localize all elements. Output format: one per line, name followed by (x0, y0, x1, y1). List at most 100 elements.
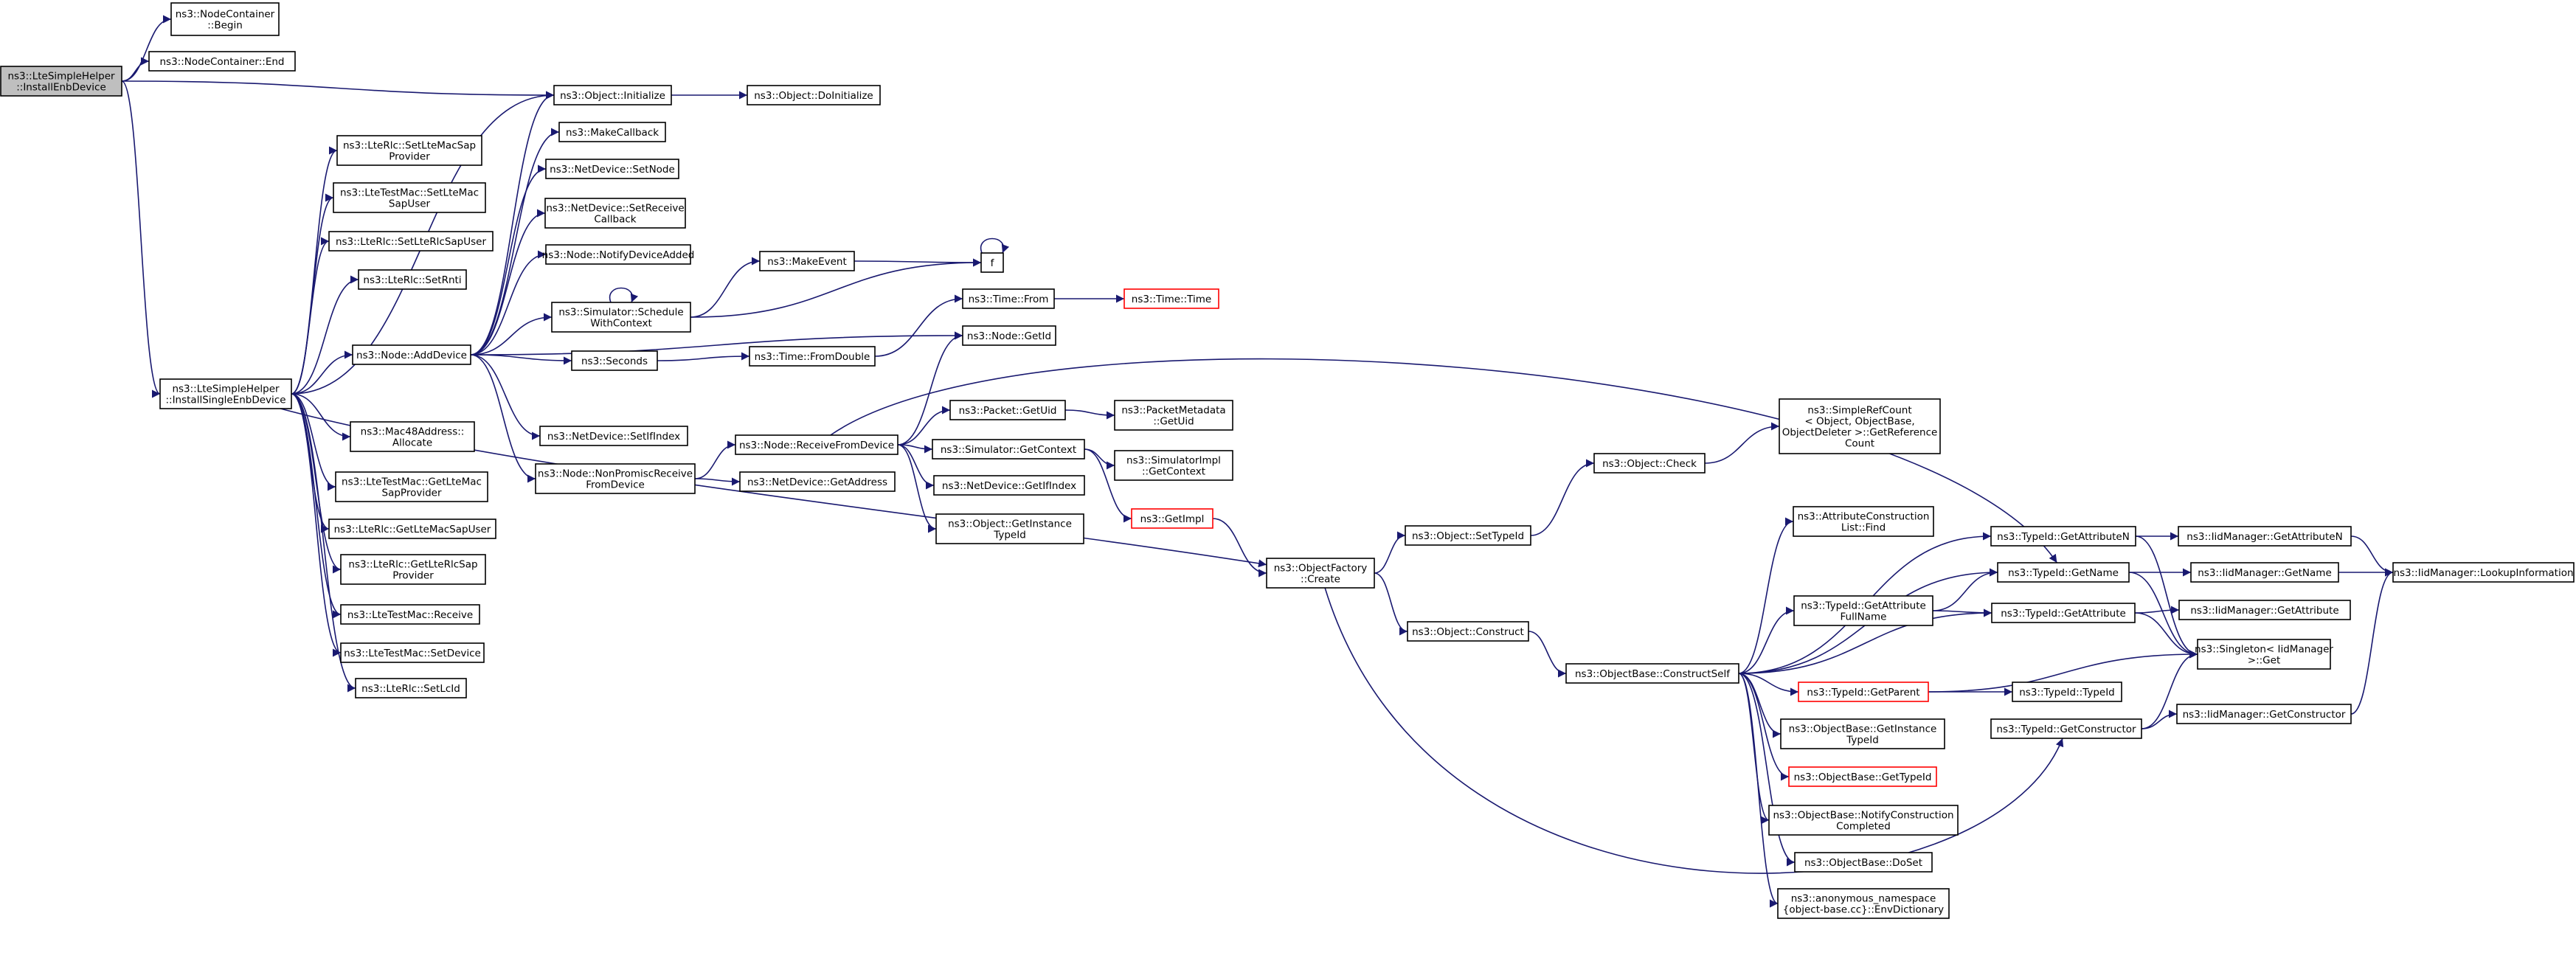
call-edge-typeid_getname-to-singleton_get (2128, 572, 2198, 659)
node-seconds[interactable]: ns3::Seconds (571, 350, 658, 371)
node-box (545, 244, 691, 265)
node-testmac-receive[interactable]: ns3::LteTestMac::Receive (340, 604, 480, 625)
node-typeid-getname[interactable]: ns3::TypeId::GetName (1997, 562, 2130, 583)
node-nd-getifindex[interactable]: ns3::NetDevice::GetIfIndex (933, 475, 1085, 496)
node-node-getid[interactable]: ns3::Node::GetId (962, 325, 1056, 346)
node-time-time[interactable]: ns3::Time::Time (1123, 288, 1219, 309)
call-edge-install_single-to-mac48 (291, 393, 351, 441)
node-node-adddevice[interactable]: ns3::Node::AddDevice (352, 344, 471, 365)
node-box (340, 604, 480, 625)
node-rlc-setrnti[interactable]: ns3::LteRlc::SetRnti (358, 269, 467, 290)
node-obj-settypeid[interactable]: ns3::Object::SetTypeId (1405, 525, 1531, 546)
node-objbase-doset[interactable]: ns3::ObjectBase::DoSet (1794, 852, 1933, 873)
node-iid-getattribute[interactable]: ns3::IidManager::GetAttribute (2178, 600, 2351, 620)
node-label: ns3::MakeCallback (566, 127, 659, 139)
node-nc-end[interactable]: ns3::NodeContainer::End (148, 51, 296, 72)
call-edge-objbase_constructself-to-typeid_getparent (1738, 673, 1799, 696)
node-simimpl-getcontext[interactable]: ns3::SimulatorImpl::GetContext (1114, 450, 1233, 481)
node-label: ns3::ObjectBase::GetTypeId (1794, 771, 1932, 783)
node-nd-setifindex[interactable]: ns3::NetDevice::SetIfIndex (539, 426, 688, 446)
node-singleton-get[interactable]: ns3::Singleton< IidManager>::Get (2195, 639, 2333, 670)
node-typeid-getattributen[interactable]: ns3::TypeId::GetAttributeN (1990, 526, 2136, 547)
node-rlc-setlcid[interactable]: ns3::LteRlc::SetLcId (355, 678, 467, 698)
node-obj-construct[interactable]: ns3::Object::Construct (1407, 621, 1529, 642)
node-install-single[interactable]: ns3::LteSimpleHelper::InstallSingleEnbDe… (159, 378, 292, 409)
node-box (553, 85, 672, 105)
node-box (962, 288, 1055, 309)
node-testmac-setdevice[interactable]: ns3::LteTestMac::SetDevice (340, 642, 485, 663)
node-rlc-getltemacsapuser[interactable]: ns3::LteRlc::GetLteMacSapUser (328, 519, 496, 539)
node-rlc-setltesapuser[interactable]: ns3::LteRlc::SetLteRlcSapUser (328, 231, 494, 252)
call-edge-install_single-to-testmac_setdevice (291, 393, 342, 657)
call-edge-objbase_constructself-to-objbase_gettypeid (1738, 673, 1790, 781)
call-edge-root-to-install_single (121, 80, 161, 398)
node-time-fromdouble[interactable]: ns3::Time::FromDouble (749, 346, 876, 367)
node-objfactory-create[interactable]: ns3::ObjectFactory::Create (1266, 558, 1375, 589)
node-node-notify[interactable]: ns3::Node::NotifyDeviceAdded (542, 244, 695, 265)
call-edge-sim_schedule-self-loop (609, 287, 639, 303)
node-nd-getaddress[interactable]: ns3::NetDevice::GetAddress (739, 471, 896, 492)
node-label: SapProvider (382, 488, 442, 499)
call-edge-node_adddevice-to-nd_setifindex (470, 354, 541, 440)
call-edge-typeid_getattribute-to-iid_getattribute (2134, 606, 2180, 614)
node-typeid-typeid[interactable]: ns3::TypeId::TypeId (2012, 682, 2122, 702)
node-sim-getcontext[interactable]: ns3::Simulator::GetContext (932, 439, 1085, 460)
node-label: TypeId (993, 530, 1026, 541)
node-packet-getuid[interactable]: ns3::Packet::GetUid (949, 400, 1066, 420)
node-iid-lookup[interactable]: ns3::IidManager::LookupInformation (2392, 562, 2575, 583)
call-edge-install_single-to-testmac_receive (291, 393, 342, 619)
node-box (333, 182, 486, 213)
node-objbase-constructself[interactable]: ns3::ObjectBase::ConstructSelf (1565, 663, 1739, 684)
node-anon-envdict[interactable]: ns3::anonymous_namespace{object-base.cc}… (1777, 888, 1950, 919)
node-iid-getconstructor[interactable]: ns3::IidManager::GetConstructor (2176, 704, 2352, 724)
node-objbase-gettypeid[interactable]: ns3::ObjectBase::GetTypeId (1788, 766, 1937, 787)
call-edge-install_single-to-rlc_setltesapuser (291, 237, 330, 395)
node-obj-doinit[interactable]: ns3::Object::DoInitialize (747, 85, 881, 105)
node-packetmeta-getuid[interactable]: ns3::PacketMetadata::GetUid (1114, 400, 1233, 431)
node-nd-setnode[interactable]: ns3::NetDevice::SetNode (545, 159, 679, 179)
call-edge-typeid_getattributen-to-singleton_get (2135, 535, 2198, 659)
node-label: ns3::NetDevice::SetIfIndex (547, 431, 680, 443)
node-f[interactable]: f (980, 252, 1004, 273)
call-edge-install_single-to-node_adddevice (291, 350, 353, 395)
node-objbase-notify[interactable]: ns3::ObjectBase::NotifyConstructionCompl… (1768, 805, 1959, 836)
node-typeid-getattribute[interactable]: ns3::TypeId::GetAttribute (1991, 603, 2136, 623)
node-typeid-getconstructor[interactable]: ns3::TypeId::GetConstructor (1990, 718, 2142, 739)
node-box (933, 475, 1085, 496)
node-iid-getattributen[interactable]: ns3::IidManager::GetAttributeN (2178, 526, 2352, 547)
node-getimpl[interactable]: ns3::GetImpl (1131, 508, 1213, 529)
node-label: ns3::LteRlc::SetRnti (363, 274, 461, 286)
node-box (1780, 718, 1945, 749)
node-root[interactable]: ns3::LteSimpleHelper::InstallEnbDevice (0, 66, 122, 97)
node-mac48[interactable]: ns3::Mac48Address::Allocate (350, 421, 475, 452)
node-node-receivefrom[interactable]: ns3::Node::ReceiveFromDevice (735, 434, 899, 455)
node-label: ns3::ObjectBase::ConstructSelf (1575, 668, 1731, 680)
node-box (1798, 682, 1929, 702)
node-makeevent[interactable]: ns3::MakeEvent (759, 251, 855, 271)
node-nc-begin[interactable]: ns3::NodeContainer::Begin (170, 2, 280, 36)
node-box (352, 344, 471, 365)
node-label: ns3::Object::DoInitialize (754, 90, 873, 102)
node-simplerefcount[interactable]: ns3::SimpleRefCount< Object, ObjectBase,… (1779, 398, 1941, 454)
node-obj-init[interactable]: ns3::Object::Initialize (553, 85, 672, 105)
node-makecallback[interactable]: ns3::MakeCallback (558, 122, 666, 142)
call-edge-sim_schedule-to-f (690, 258, 982, 318)
call-edge-node_adddevice-to-seconds (470, 354, 572, 365)
node-typeid-getparent[interactable]: ns3::TypeId::GetParent (1798, 682, 1929, 702)
node-iid-getname[interactable]: ns3::IidManager::GetName (2190, 562, 2339, 583)
node-label: ns3::LteRlc::GetLteMacSapUser (334, 524, 491, 535)
node-label: ns3::TypeId::GetParent (1807, 687, 1919, 698)
node-time-from[interactable]: ns3::Time::From (962, 288, 1055, 309)
node-obj-check[interactable]: ns3::Object::Check (1593, 453, 1706, 474)
